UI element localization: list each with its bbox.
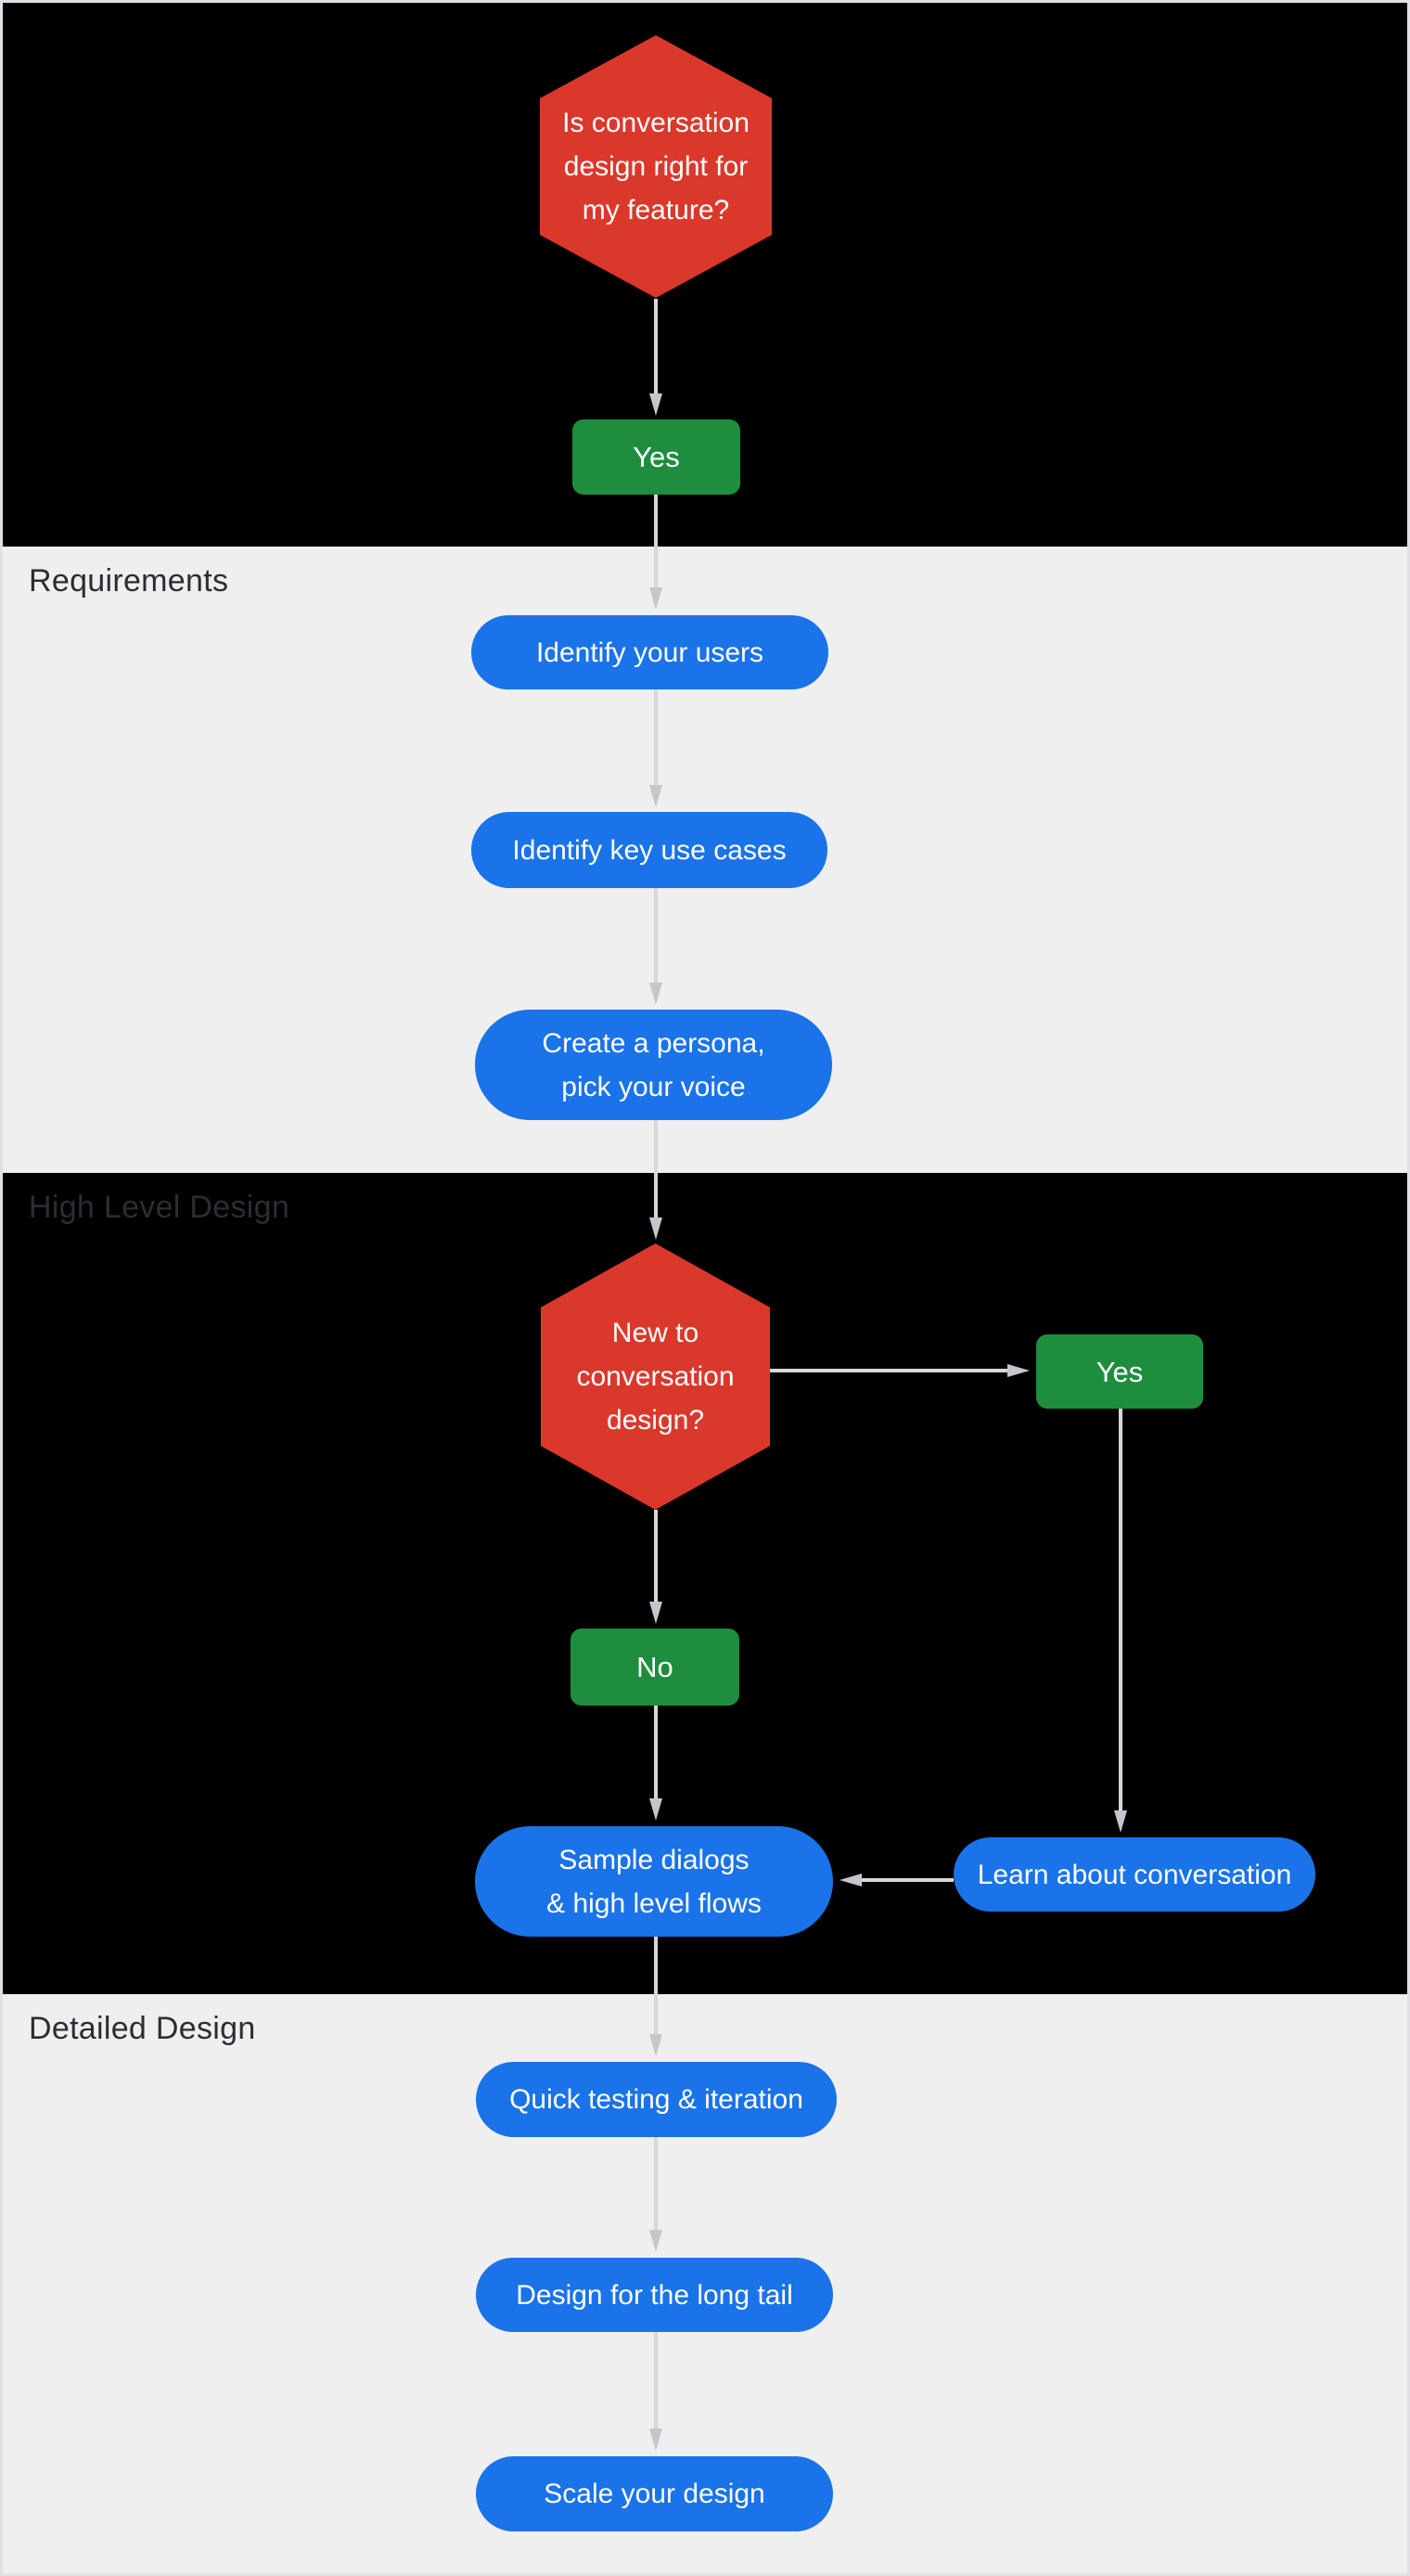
node-label: Yes bbox=[1096, 1350, 1144, 1394]
step-sample-dialogs[interactable]: Sample dialogs & high level flows bbox=[475, 1826, 833, 1937]
node-label-line: Sample dialogs bbox=[558, 1844, 750, 1875]
node-label: Identify key use cases bbox=[512, 829, 786, 872]
node-label-line: pick your voice bbox=[561, 1071, 746, 1102]
step-quick-testing-iteration[interactable]: Quick testing & iteration bbox=[476, 2062, 837, 2137]
step-design-for-the-long-tail[interactable]: Design for the long tail bbox=[476, 2258, 833, 2332]
node-label: Identify your users bbox=[536, 631, 763, 675]
node-label-line: design? bbox=[606, 1405, 705, 1436]
node-label-line: No bbox=[636, 1651, 673, 1683]
choice-yes-right[interactable]: Yes bbox=[1036, 1334, 1203, 1409]
node-label-line: Identify key use cases bbox=[512, 834, 787, 866]
step-identify-key-use-cases[interactable]: Identify key use cases bbox=[471, 812, 827, 888]
node-label: Yes bbox=[633, 435, 680, 479]
node-label-line: & high level flows bbox=[546, 1887, 762, 1919]
node-label: New to conversation design? bbox=[576, 1311, 734, 1442]
node-label: Design for the long tail bbox=[516, 2273, 793, 2317]
step-scale-your-design[interactable]: Scale your design bbox=[476, 2456, 833, 2531]
node-label-line: my feature? bbox=[582, 195, 730, 225]
node-label-line: Yes bbox=[1096, 1355, 1144, 1388]
node-label-line: Identify your users bbox=[535, 637, 764, 668]
node-label-line: Design for the long tail bbox=[516, 2279, 793, 2311]
node-label: No bbox=[636, 1645, 673, 1689]
node-label: Sample dialogs & high level flows bbox=[546, 1838, 762, 1926]
step-identify-your-users[interactable]: Identify your users bbox=[471, 615, 828, 689]
section-label-detailed-design: Detailed Design bbox=[29, 2011, 256, 2046]
decision-is-conversation-design-right[interactable]: Is conversation design right for my featur… bbox=[540, 35, 772, 298]
node-label-line: design right for bbox=[563, 151, 749, 182]
node-label-line: New to bbox=[611, 1318, 699, 1348]
node-label-line: Is conversation bbox=[562, 108, 750, 138]
choice-no[interactable]: No bbox=[570, 1629, 739, 1706]
node-label: Create a persona, pick your voice bbox=[542, 1022, 764, 1109]
section-label-requirements: Requirements bbox=[29, 563, 229, 599]
node-label-line: Yes bbox=[633, 441, 680, 473]
decision-new-to-conversation-design[interactable]: New to conversation design? bbox=[541, 1243, 770, 1510]
node-label: Learn about conversation bbox=[978, 1853, 1292, 1897]
step-learn-about-conversation[interactable]: Learn about conversation bbox=[954, 1837, 1315, 1912]
node-label: Is conversation design right for my featur… bbox=[562, 101, 750, 232]
node-label-line: Create a persona, bbox=[542, 1027, 765, 1059]
step-create-a-persona[interactable]: Create a persona, pick your voice bbox=[475, 1010, 832, 1120]
section-label-high-level-design: High Level Design bbox=[29, 1190, 290, 1225]
node-label-line: Quick testing & iteration bbox=[509, 2084, 803, 2115]
node-label: Quick testing & iteration bbox=[509, 2078, 803, 2121]
node-label-line: Scale your design bbox=[544, 2479, 765, 2509]
node-label: Scale your design bbox=[544, 2472, 764, 2516]
node-label-line: Learn about conversation bbox=[977, 1859, 1292, 1890]
choice-yes-top[interactable]: Yes bbox=[572, 419, 740, 495]
node-label-line: conversation bbox=[576, 1361, 735, 1392]
